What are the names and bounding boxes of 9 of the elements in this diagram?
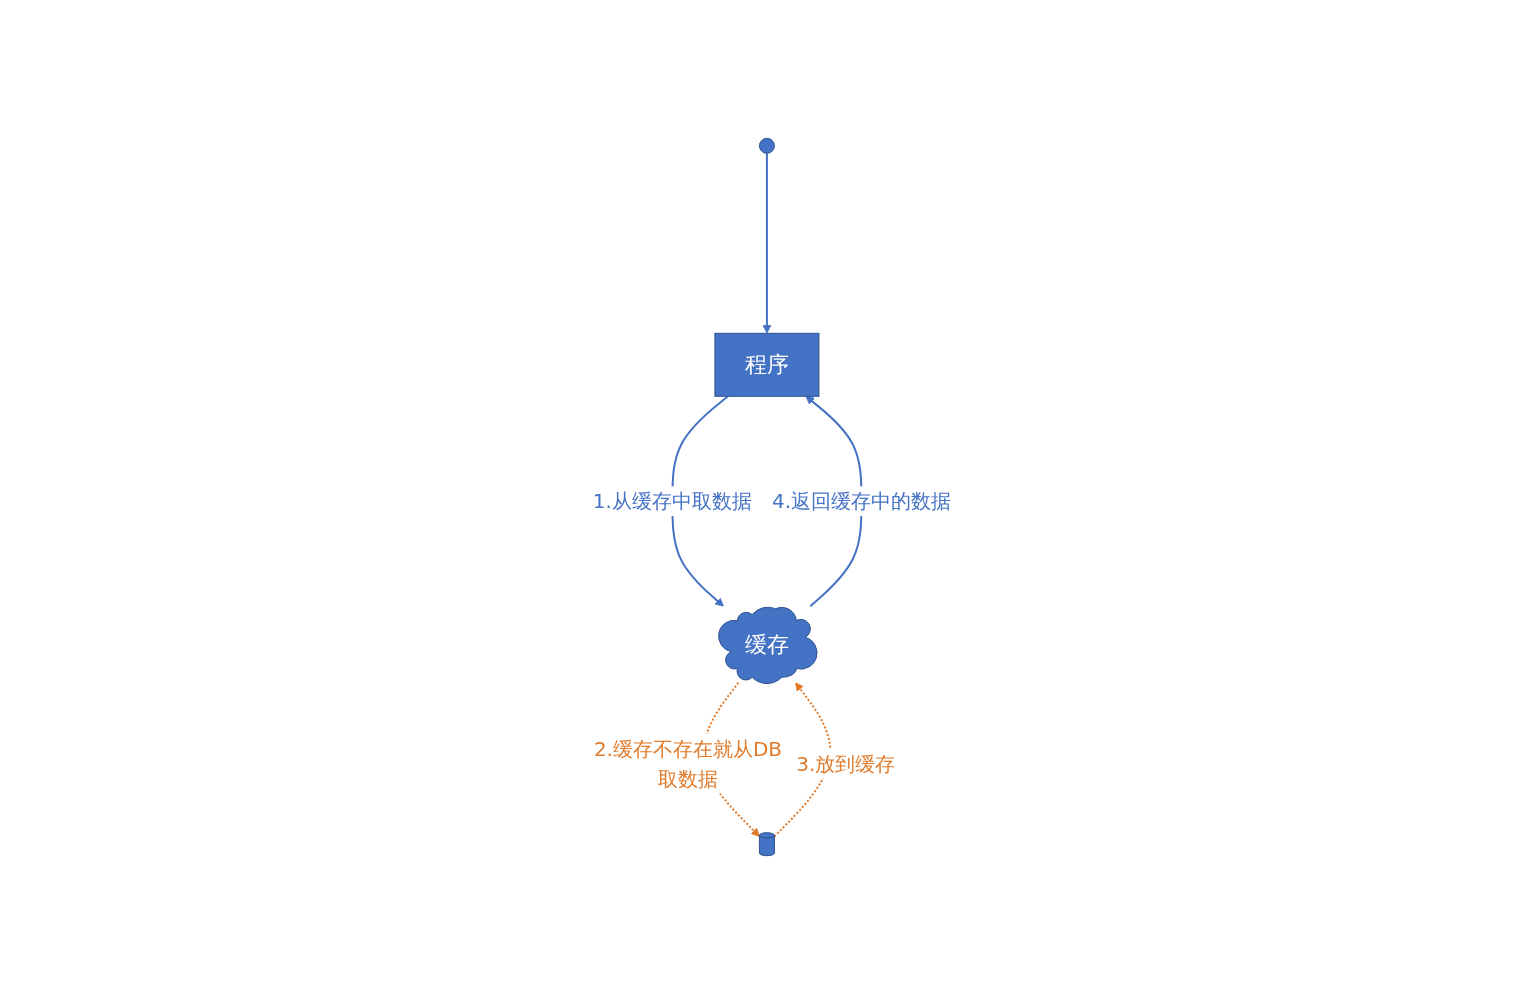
edge-label: 3.放到缓存	[796, 751, 896, 776]
arrow	[763, 152, 772, 334]
edge-label: 1.从缓存中取数据	[593, 489, 753, 514]
node-cylinder	[759, 832, 776, 857]
edge-label: 2.缓存不存在就从DB取数据	[594, 736, 783, 791]
node-box: 程序	[714, 332, 820, 397]
edge-label: 4.返回缓存中的数据	[772, 489, 952, 514]
node-person	[759, 137, 776, 154]
arrow	[773, 682, 832, 838]
